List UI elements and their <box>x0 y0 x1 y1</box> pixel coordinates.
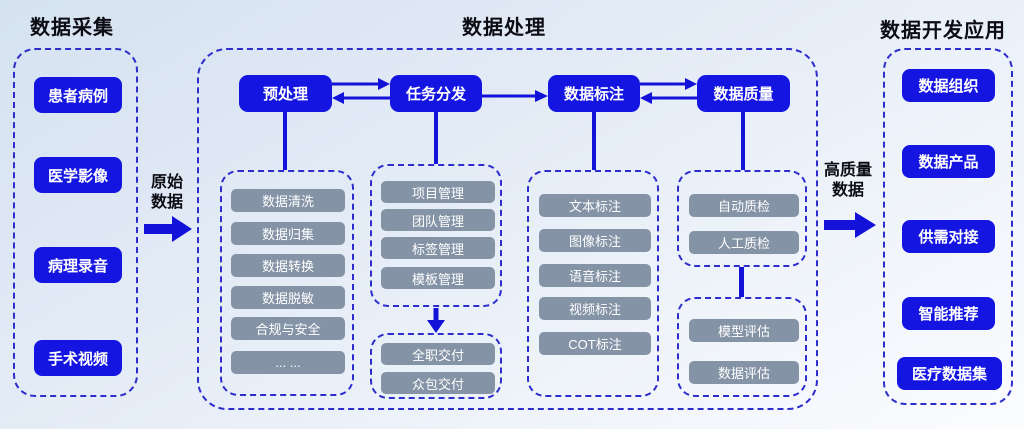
dispatch-group-container: 项目管理 团队管理 标签管理 模板管理 <box>370 164 502 307</box>
raw-data-label-line2: 数据 <box>150 194 183 211</box>
annotation-item-video: 视频标注 <box>539 297 651 320</box>
connector-line-preprocess <box>283 112 287 170</box>
flow-arrow-icon <box>482 90 548 102</box>
annotation-item-cot: COT标注 <box>539 332 651 355</box>
preprocess-item-desensitization: 数据脱敏 <box>231 286 345 309</box>
app-item-supply-demand: 供需对接 <box>902 220 995 253</box>
hq-data-label-line2: 数据 <box>831 182 864 199</box>
connector-line-quality <box>741 112 745 170</box>
connector-line-annotation <box>592 112 596 170</box>
quality-item-manual: 人工质检 <box>689 231 799 254</box>
collection-item-pathology-audio: 病理录音 <box>34 247 122 283</box>
raw-data-label-line1: 原始 <box>150 174 183 191</box>
app-item-data-product: 数据产品 <box>902 145 995 178</box>
raw-data-label: 原始 数据 <box>141 173 193 213</box>
dispatch-item-label: 标签管理 <box>381 237 495 259</box>
preprocess-item-ellipsis: ... ... <box>231 351 345 374</box>
raw-data-arrow-icon <box>144 216 192 242</box>
evaluation-item-model: 模型评估 <box>689 319 799 342</box>
evaluation-group-container: 模型评估 数据评估 <box>677 297 807 397</box>
preprocess-item-cleaning: 数据清洗 <box>231 189 345 212</box>
preprocess-item-compliance: 合规与安全 <box>231 317 345 340</box>
connector-line-evaluation <box>739 267 744 297</box>
preprocess-item-aggregation: 数据归集 <box>231 222 345 245</box>
down-arrow-icon <box>427 308 445 333</box>
connector-line-dispatch <box>434 112 438 164</box>
annotation-item-text: 文本标注 <box>539 194 651 217</box>
collection-item-patient-cases: 患者病例 <box>34 77 122 113</box>
dispatch-item-project: 项目管理 <box>381 181 495 203</box>
node-task-dispatch: 任务分发 <box>390 75 482 112</box>
delivery-group-container: 全职交付 众包交付 <box>370 333 502 399</box>
quality-item-auto: 自动质检 <box>689 194 799 217</box>
delivery-item-fulltime: 全职交付 <box>381 343 495 365</box>
collection-panel-container: 患者病例 医学影像 病理录音 手术视频 <box>13 48 138 397</box>
process-panel-container: 预处理 任务分发 数据标注 数据质量 数据清洗 <box>197 48 818 410</box>
hq-data-label-line1: 高质量 <box>823 162 872 179</box>
node-data-annotation: 数据标注 <box>548 75 640 112</box>
node-preprocess: 预处理 <box>239 75 332 112</box>
preprocess-item-conversion: 数据转换 <box>231 254 345 277</box>
collection-item-surgery-video: 手术视频 <box>34 340 122 376</box>
hq-data-label: 高质量 数据 <box>815 161 881 201</box>
hq-data-arrow-icon <box>824 212 876 238</box>
dispatch-item-template: 模板管理 <box>381 267 495 289</box>
annotation-group-container: 文本标注 图像标注 语音标注 视频标注 COT标注 <box>527 170 659 397</box>
node-data-quality: 数据质量 <box>697 75 790 112</box>
collection-panel-title: 数据采集 <box>30 17 114 39</box>
app-panel-title: 数据开发应用 <box>880 20 1006 42</box>
evaluation-item-data: 数据评估 <box>689 361 799 384</box>
annotation-item-image: 图像标注 <box>539 229 651 252</box>
quality-group-container: 自动质检 人工质检 <box>677 170 807 267</box>
delivery-item-crowd: 众包交付 <box>381 372 495 394</box>
process-panel-title: 数据处理 <box>462 17 546 39</box>
dispatch-item-team: 团队管理 <box>381 209 495 231</box>
bidirectional-arrow-icon-2 <box>640 78 697 104</box>
collection-item-medical-imaging: 医学影像 <box>34 157 122 193</box>
bidirectional-arrow-icon-1 <box>332 78 390 104</box>
preprocess-group-container: 数据清洗 数据归集 数据转换 数据脱敏 合规与安全 ... ... <box>220 170 354 396</box>
app-item-smart-recommendation: 智能推荐 <box>902 297 995 330</box>
app-item-medical-dataset: 医疗数据集 <box>897 357 1002 390</box>
app-item-data-organization: 数据组织 <box>902 69 995 102</box>
annotation-item-audio: 语音标注 <box>539 264 651 287</box>
app-panel-container: 数据组织 数据产品 供需对接 智能推荐 医疗数据集 <box>883 48 1013 405</box>
